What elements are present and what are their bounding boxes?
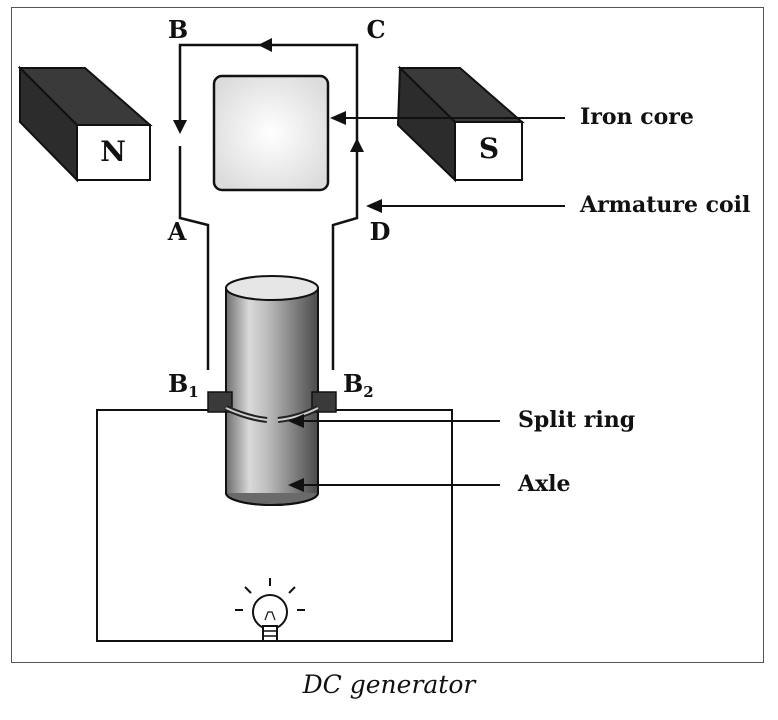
- brush-b1-label: B1: [168, 369, 199, 401]
- point-b-label: B: [168, 15, 188, 44]
- split-ring: [224, 405, 320, 423]
- point-d-label: D: [370, 217, 391, 246]
- brush-b2: [311, 391, 337, 413]
- bulb-icon: [235, 578, 305, 642]
- axle-label: Axle: [517, 471, 571, 497]
- point-c-label: C: [366, 15, 385, 44]
- diagram-frame: [11, 7, 764, 663]
- brush-b2-label: B2: [343, 369, 374, 401]
- split-ring-label: Split ring: [518, 407, 635, 433]
- axle-cylinder: [225, 275, 319, 506]
- north-label: N: [100, 135, 126, 168]
- north-magnet: N: [17, 65, 153, 183]
- point-a-label: A: [167, 217, 187, 246]
- coil-direction-arrow-left: [173, 120, 187, 134]
- brush-b1: [207, 391, 233, 413]
- figure-caption: DC generator: [302, 670, 476, 699]
- coil-direction-arrow-right: [350, 138, 364, 152]
- iron-core-label: Iron core: [580, 104, 694, 130]
- south-magnet: S: [396, 65, 525, 183]
- south-label: S: [479, 132, 499, 165]
- coil-direction-arrow-top: [258, 38, 272, 52]
- iron-core: [212, 74, 330, 192]
- armature-coil-label: Armature coil: [579, 192, 750, 218]
